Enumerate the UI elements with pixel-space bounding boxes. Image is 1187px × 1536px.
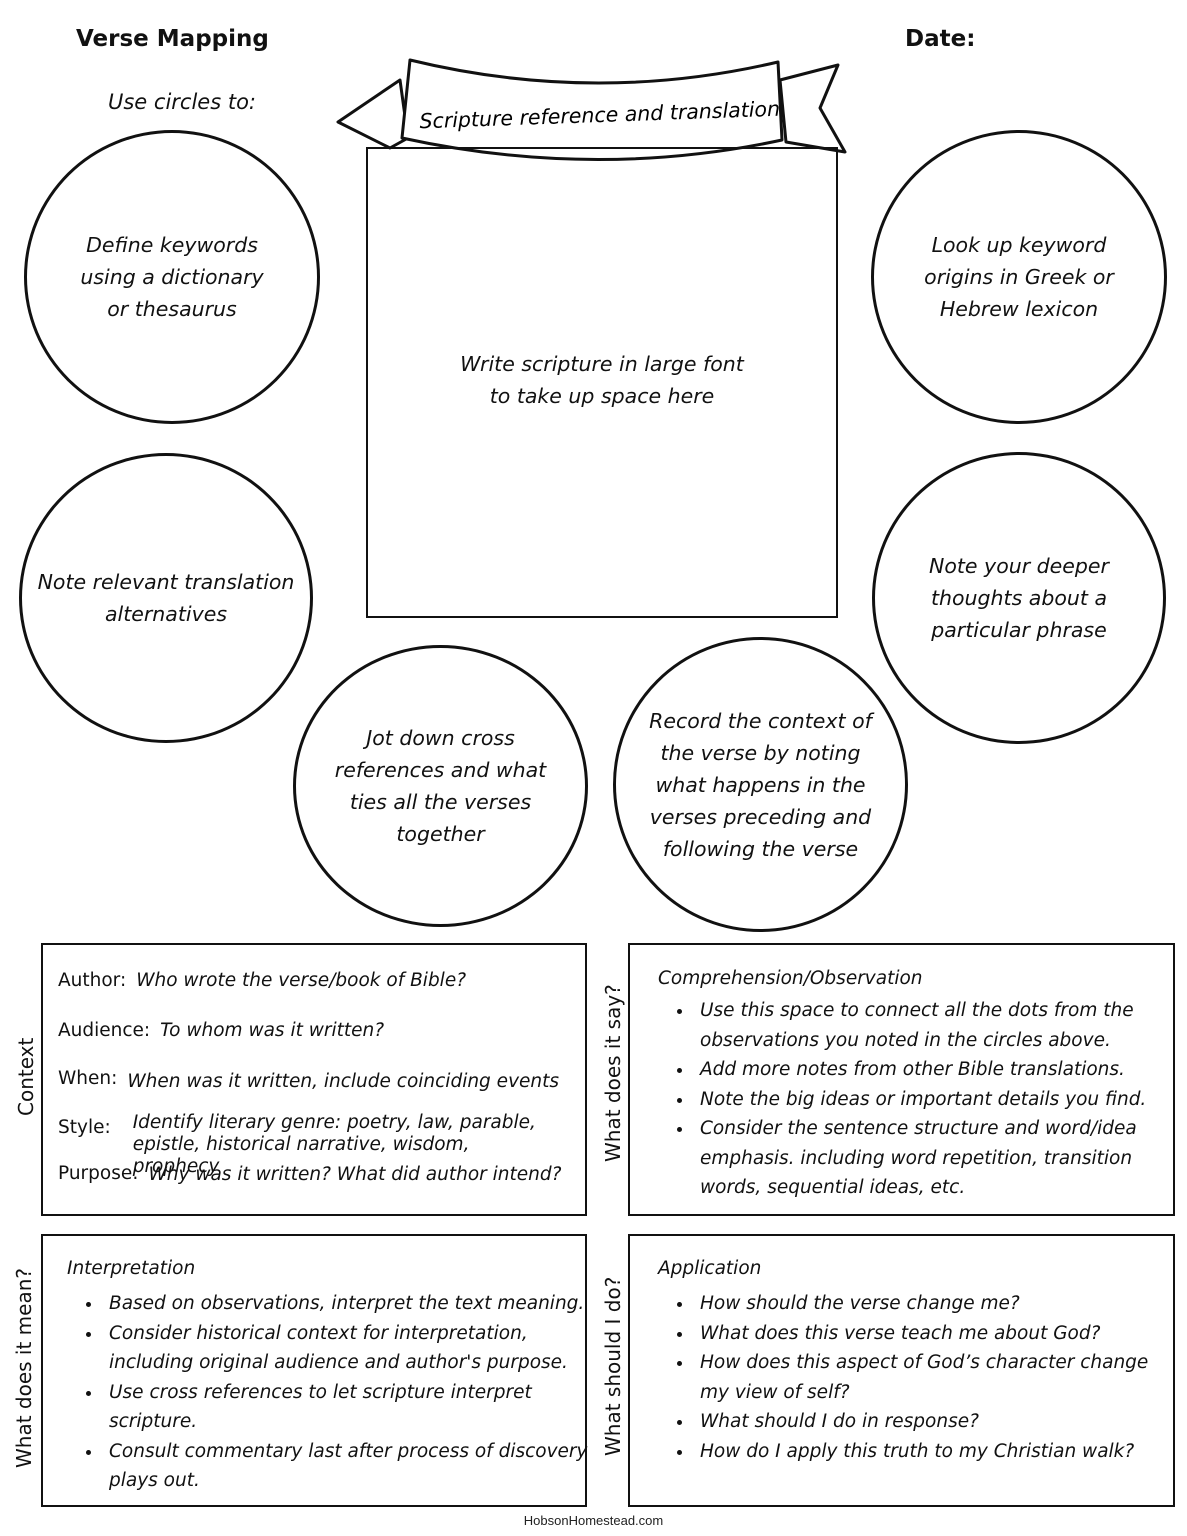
interpretation-box[interactable] xyxy=(41,1234,587,1507)
scripture-placeholder: Write scripture in large font to take up… xyxy=(460,352,744,408)
context-value: When was it written, include coinciding … xyxy=(127,1071,560,1092)
list-item: Based on observations, interpret the tex… xyxy=(103,1289,593,1319)
banner-ribbon: Scripture reference and translation xyxy=(336,58,847,161)
context-row-style: Style: Identify literary genre: poetry, … xyxy=(58,1112,558,1178)
context-label: Style: xyxy=(58,1117,111,1138)
context-row-when: When: When was it written, include coinc… xyxy=(58,1068,559,1093)
context-row-purpose: Purpose: Why was it written? What did au… xyxy=(58,1163,561,1186)
interpretation-heading: Interpretation xyxy=(67,1258,196,1279)
interpretation-side-label: What does it mean? xyxy=(12,1267,36,1468)
context-value: Why was it written? What did author inte… xyxy=(148,1164,562,1185)
list-item: What should I do in response? xyxy=(694,1407,1174,1437)
circle-define-keywords[interactable]: Define keywords using a dictionary or th… xyxy=(24,130,320,424)
context-label: Author: xyxy=(58,970,127,991)
list-item: How do I apply this truth to my Christia… xyxy=(694,1437,1174,1467)
list-item: Consider historical context for interpre… xyxy=(103,1319,593,1378)
application-list: How should the verse change me? What doe… xyxy=(664,1289,1174,1466)
context-label: Audience: xyxy=(58,1020,151,1041)
circle-deeper-thoughts[interactable]: Note your deeper thoughts about a partic… xyxy=(872,452,1166,744)
context-value: To whom was it written? xyxy=(160,1020,385,1041)
context-box[interactable] xyxy=(41,943,587,1216)
circle-cross-references[interactable]: Jot down cross references and what ties … xyxy=(293,645,588,927)
circle-keyword-origins-text: Look up keyword origins in Greek or Hebr… xyxy=(924,233,1114,321)
context-side-label: Context xyxy=(14,1037,38,1116)
comprehension-side-label: What does it say? xyxy=(601,984,625,1162)
application-box[interactable] xyxy=(628,1234,1175,1507)
circle-define-keywords-text: Define keywords using a dictionary or th… xyxy=(80,233,264,321)
comprehension-box[interactable] xyxy=(628,943,1175,1216)
list-item: Use cross references to let scripture in… xyxy=(103,1378,593,1437)
application-side-label: What should I do? xyxy=(601,1276,625,1456)
circle-cross-references-text: Jot down cross references and what ties … xyxy=(334,726,547,846)
circle-context[interactable]: Record the context of the verse by notin… xyxy=(613,637,908,932)
list-item: Consider the sentence structure and word… xyxy=(694,1114,1174,1203)
list-item: What does this verse teach me about God? xyxy=(694,1319,1174,1349)
list-item: Consult commentary last after process of… xyxy=(103,1437,593,1496)
circle-keyword-origins[interactable]: Look up keyword origins in Greek or Hebr… xyxy=(871,130,1167,424)
list-item: How does this aspect of God’s character … xyxy=(694,1348,1174,1407)
circle-translation-alternatives[interactable]: Note relevant translation alternatives xyxy=(19,453,313,743)
context-label: When: xyxy=(58,1068,118,1089)
circle-context-text: Record the context of the verse by notin… xyxy=(649,708,872,861)
circles-intro: Use circles to: xyxy=(108,90,256,114)
footer-website: HobsonHomestead.com xyxy=(523,1513,664,1528)
circle-translation-alternatives-text: Note relevant translation alternatives xyxy=(37,570,295,626)
circle-deeper-thoughts-text: Note your deeper thoughts about a partic… xyxy=(929,554,1109,642)
context-value: Identify literary genre: poetry, law, pa… xyxy=(132,1112,536,1177)
context-row-author: Author: Who wrote the verse/book of Bibl… xyxy=(58,970,466,992)
context-value: Who wrote the verse/book of Bible? xyxy=(136,970,467,991)
comprehension-heading: Comprehension/Observation xyxy=(658,968,923,989)
date-label: Date: xyxy=(905,26,976,52)
context-row-audience: Audience: To whom was it written? xyxy=(58,1020,384,1042)
application-heading: Application xyxy=(658,1258,762,1279)
list-item: Add more notes from other Bible translat… xyxy=(694,1055,1174,1085)
list-item: How should the verse change me? xyxy=(694,1289,1174,1319)
scripture-box[interactable] xyxy=(366,147,838,618)
context-label: Purpose: xyxy=(58,1163,139,1184)
list-item: Note the big ideas or important details … xyxy=(694,1085,1174,1115)
comprehension-list: Use this space to connect all the dots f… xyxy=(664,996,1174,1203)
list-item: Use this space to connect all the dots f… xyxy=(694,996,1174,1055)
interpretation-list: Based on observations, interpret the tex… xyxy=(73,1289,593,1496)
page-title: Verse Mapping xyxy=(76,26,269,52)
